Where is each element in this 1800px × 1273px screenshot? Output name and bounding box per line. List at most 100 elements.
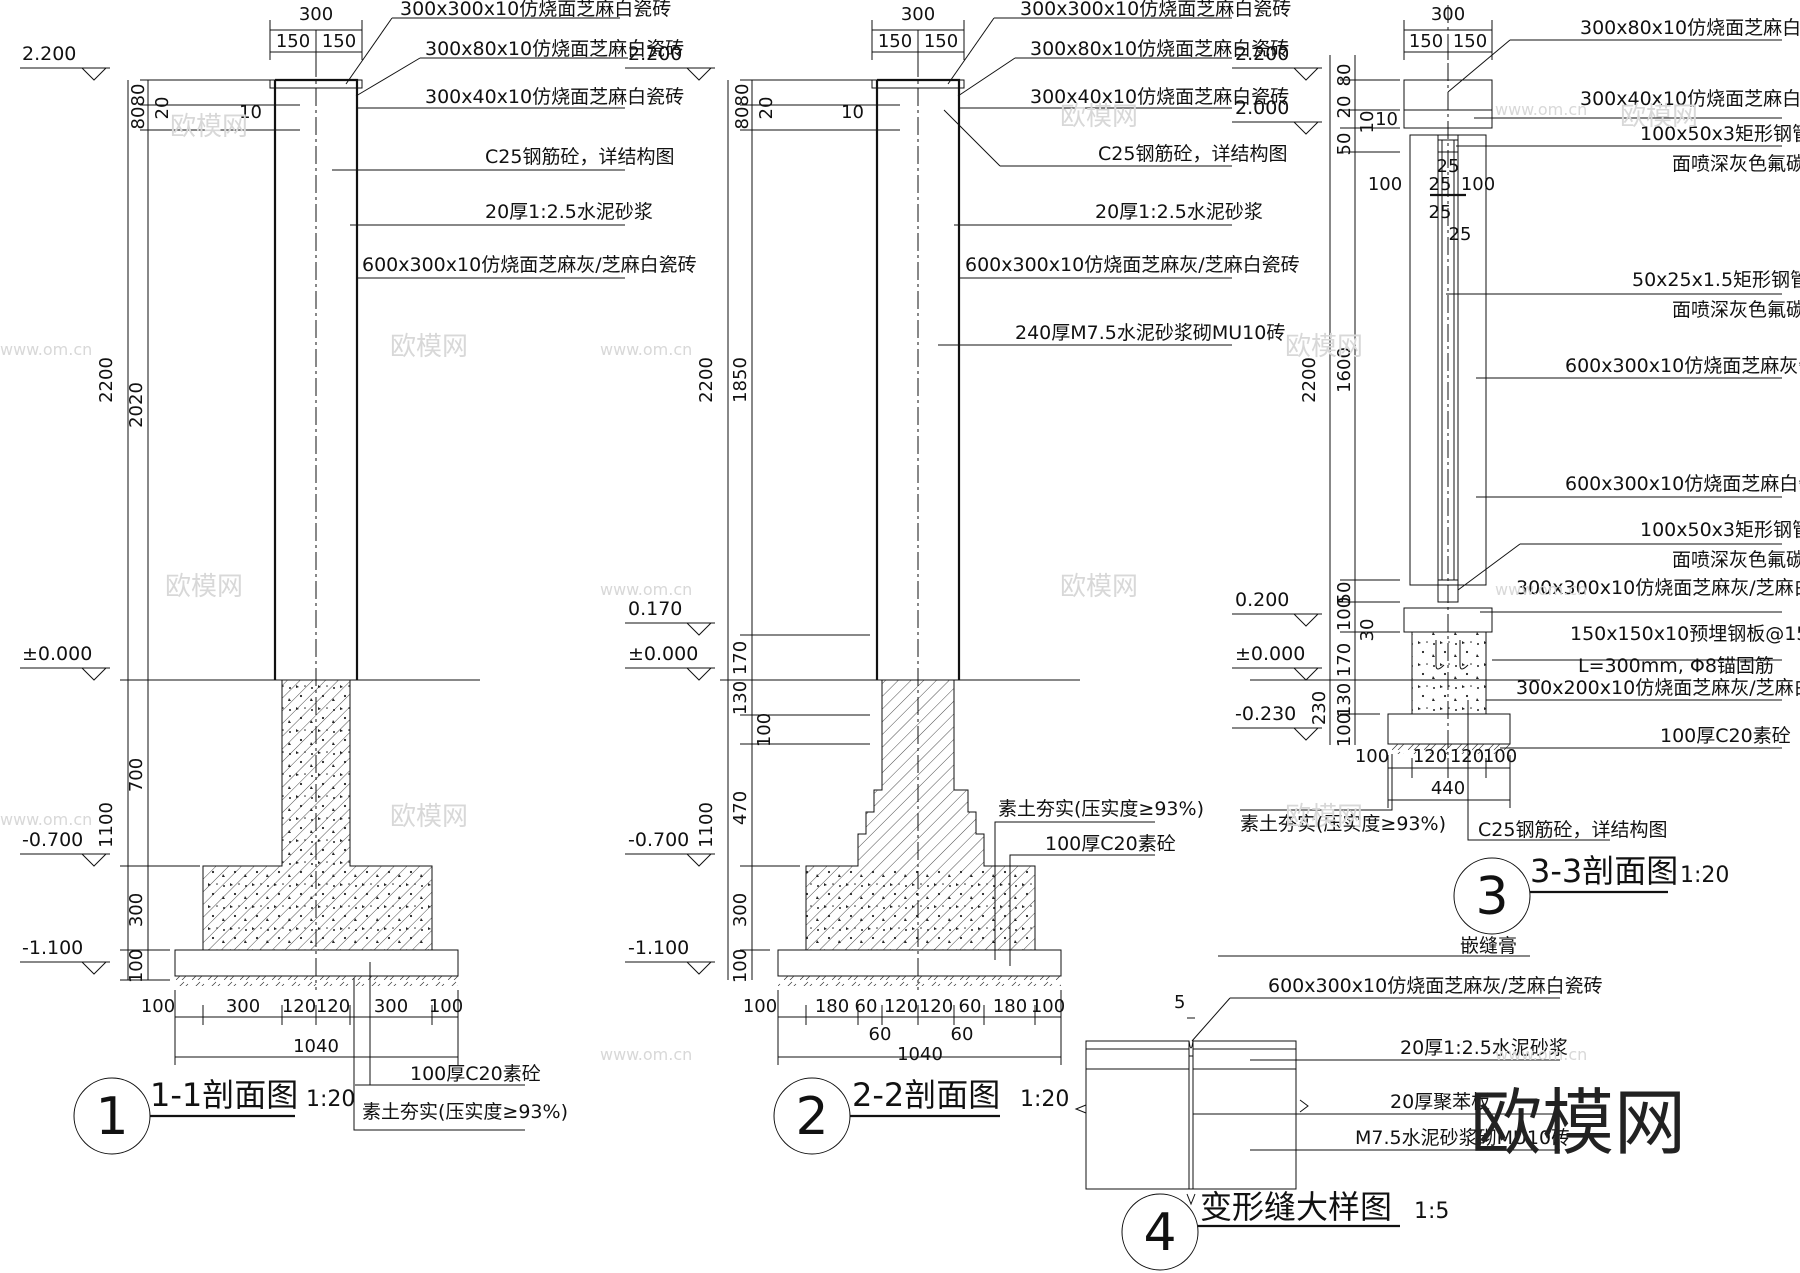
dim-text: 180 xyxy=(815,996,849,1017)
label-text: 600x300x10仿烧面芝麻白瓷砖 xyxy=(1565,473,1800,495)
dim-text: 1040 xyxy=(897,1044,943,1065)
watermark-url: www.om.cn xyxy=(600,1045,692,1064)
label-text: 面喷深灰色氟碳漆 xyxy=(1672,299,1800,321)
label-text: 嵌缝膏 xyxy=(1460,934,1517,957)
section-scale: 1:20 xyxy=(1680,863,1729,888)
dim-text: 20 xyxy=(756,97,777,120)
dim-text: 1100 xyxy=(96,802,117,848)
level-text: 2.000 xyxy=(1235,97,1289,119)
dim-text: 100 xyxy=(1483,746,1517,767)
dim-text: 80 xyxy=(128,107,149,130)
dim-text: 80 xyxy=(128,84,149,107)
level-text: -0.700 xyxy=(22,829,83,851)
dim-text: 60 xyxy=(855,996,878,1017)
label-text: M7.5水泥砂浆砌MU10砖 xyxy=(1355,1127,1570,1149)
c20-base xyxy=(1387,713,1511,745)
level-text: 2.200 xyxy=(628,43,682,65)
label-text: 300x200x10仿烧面芝麻灰/芝麻白瓷砖 xyxy=(1516,677,1800,699)
watermarks: 欧模网 欧模网 欧模网 欧模网 欧模网 欧模网 欧模网 欧模网 欧模网 www.… xyxy=(0,100,1698,1165)
label-text: 100x50x3矩形钢管 xyxy=(1640,123,1800,145)
watermark: 欧模网 xyxy=(170,112,248,142)
dim-text: 25 xyxy=(1429,174,1452,195)
label-text: 300x300x10仿烧面芝麻白瓷砖 xyxy=(400,0,671,20)
dim-text: 100 xyxy=(1368,174,1402,195)
label-text: 100厚C20素砼 xyxy=(1045,833,1176,855)
dim-text: 100 xyxy=(141,996,175,1017)
label-text: 300x80x10仿烧面芝麻白瓷砖 xyxy=(425,38,684,60)
dim-text: 100 xyxy=(1355,746,1389,767)
left-dimensions: 80 80 20 10 2200 2020 700 1100 300 100 xyxy=(96,79,300,983)
label-text: 素土夯实(压实度≥93%) xyxy=(362,1101,568,1123)
dim-text: 25 xyxy=(1429,202,1452,223)
level-text: -0.700 xyxy=(628,829,689,851)
watermark-url: www.om.cn xyxy=(0,810,92,829)
level-text: -1.100 xyxy=(628,937,689,959)
dim-text: 50 xyxy=(1334,133,1355,156)
dim-text: 5 xyxy=(1174,992,1185,1013)
dim-text: 2200 xyxy=(96,357,117,403)
label-text: 600x300x10仿烧面芝麻灰/芝麻白瓷砖 xyxy=(965,254,1300,276)
material-labels: 300x300x10仿烧面芝麻白瓷砖 300x80x10仿烧面芝麻白瓷砖 300… xyxy=(332,0,697,1131)
dim-text: 60 xyxy=(951,1024,974,1045)
top-dimensions: 300 150 150 xyxy=(269,4,363,60)
section-number: 3 xyxy=(1475,867,1508,927)
bottom-dimensions: 100 180 60 120 120 60 180 100 60 60 1040 xyxy=(743,990,1065,1065)
top-dimensions: 300 150 150 xyxy=(1403,4,1493,60)
label-text: C25钢筋砼，详结构图 xyxy=(1098,143,1287,165)
dim-text: 170 xyxy=(730,641,751,675)
section-number: 4 xyxy=(1143,1203,1176,1263)
dim-text: 100 xyxy=(730,949,751,983)
section-title: 2-2剖面图 xyxy=(852,1076,1000,1114)
watermark-url: www.om.cn xyxy=(600,580,692,599)
dim-text: 120 xyxy=(884,996,918,1017)
dim-text: 2020 xyxy=(126,382,147,428)
level-text: -0.230 xyxy=(1235,703,1296,725)
dim-text: 10 xyxy=(1357,111,1378,134)
dim-text: 25 xyxy=(1437,156,1460,177)
dim-text: 10 xyxy=(841,102,864,123)
label-text: 600x300x10仿烧面芝麻灰/芝麻白瓷砖 xyxy=(362,254,697,276)
dim-text: 60 xyxy=(869,1024,892,1045)
watermark: 欧模网 xyxy=(1285,802,1363,832)
label-text: 300x40x10仿烧面芝麻白瓷砖 xyxy=(425,86,684,108)
dim-text: 100 xyxy=(1031,996,1065,1017)
dim-text: 300 xyxy=(1431,4,1465,25)
section-1-1: 300 150 150 80 80 20 10 2200 2020 700 11… xyxy=(20,0,697,1155)
label-text: 20厚1:2.5水泥砂浆 xyxy=(1095,201,1263,223)
label-text: 100厚C20素砼 xyxy=(1660,725,1791,747)
dim-text: 1040 xyxy=(293,1036,339,1057)
label-text: 20厚1:2.5水泥砂浆 xyxy=(1400,1037,1568,1059)
dim-text: 50 xyxy=(1334,582,1355,605)
label-text: 300x80x10仿烧面芝麻白瓷砖 xyxy=(1580,17,1800,39)
watermark-logo: 欧模网 xyxy=(1470,1081,1686,1165)
left-dimensions: 80 20 10 50 2200 1600 50 100 30 170 130 … xyxy=(1299,55,1495,747)
dim-text: 100 xyxy=(1461,174,1495,195)
label-text: 面喷深灰色氟碳漆 xyxy=(1672,153,1800,175)
section-2-2: 300 150 150 80 80 20 10 2200 1850 170 13… xyxy=(625,0,1300,1155)
watermark: 欧模网 xyxy=(1620,102,1698,132)
label-text: 600x300x10仿烧面芝麻灰瓷砖 xyxy=(1565,355,1800,377)
dim-text: 180 xyxy=(993,996,1027,1017)
label-text: 240厚M7.5水泥砂浆砌MU10砖 xyxy=(1015,322,1285,344)
dim-text: 120 xyxy=(1450,746,1484,767)
dim-text: 300 xyxy=(374,996,408,1017)
dim-text: 470 xyxy=(730,791,751,825)
section-number: 1 xyxy=(95,1087,128,1147)
label-text: 300x80x10仿烧面芝麻白瓷砖 xyxy=(1030,38,1289,60)
label-text: 300x40x10仿烧面芝麻白瓷砖 xyxy=(1580,88,1800,110)
bottom-dimensions: 100 120 120 100 440 xyxy=(1355,746,1517,808)
dim-text: 2200 xyxy=(696,357,717,403)
section-title-1: 1 1-1剖面图 1:20 xyxy=(73,1076,355,1155)
watermark-url: www.om.cn xyxy=(0,340,92,359)
dim-text: 10 xyxy=(1375,109,1398,130)
level-text: ±0.000 xyxy=(1235,643,1305,665)
watermark-url: www.om.cn xyxy=(1495,580,1587,599)
section-scale: 1:20 xyxy=(306,1087,355,1112)
dim-text: 230 xyxy=(1309,691,1330,725)
dim-text: 100 xyxy=(126,949,147,983)
dim-text: 150 xyxy=(924,31,958,52)
dim-text: 150 xyxy=(1453,31,1487,52)
label-text: 100x50x3矩形钢管 xyxy=(1640,519,1800,541)
section-title: 1-1剖面图 xyxy=(150,1076,298,1114)
dim-text: 100 xyxy=(754,713,775,747)
